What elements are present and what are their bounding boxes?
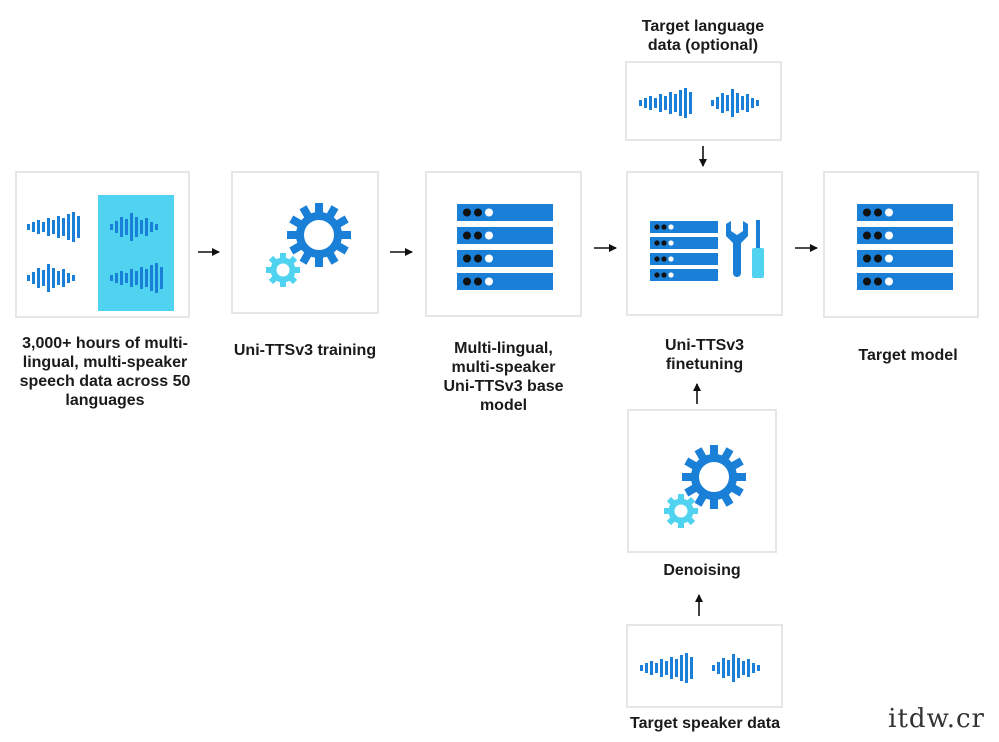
finetuning-box bbox=[626, 171, 783, 316]
base-model-box bbox=[425, 171, 582, 317]
waveform-icon bbox=[27, 195, 174, 311]
speech-data-box bbox=[15, 171, 190, 318]
training-label: Uni-TTSv3 training bbox=[233, 342, 377, 359]
base-model-label: Multi-lingual, multi-speaker Uni-TTSv3 b… bbox=[443, 340, 564, 414]
target-model-box bbox=[823, 171, 979, 318]
target-language-box bbox=[625, 61, 782, 141]
target-language-label: Target language data (optional) bbox=[641, 18, 765, 54]
denoising-box bbox=[627, 409, 777, 553]
speech-data-label: 3,000+ hours of multi- lingual, multi-sp… bbox=[19, 335, 191, 409]
denoising-label: Denoising bbox=[663, 562, 741, 579]
wrench-screwdriver-icon bbox=[726, 220, 764, 278]
training-box bbox=[231, 171, 379, 314]
target-model-label: Target model bbox=[858, 347, 958, 364]
finetuning-label: Uni-TTSv3 finetuning bbox=[664, 337, 745, 373]
target-speaker-label: Target speaker data bbox=[630, 715, 780, 732]
target-speaker-box bbox=[626, 624, 783, 708]
watermark: itdw.cr bbox=[888, 704, 985, 734]
